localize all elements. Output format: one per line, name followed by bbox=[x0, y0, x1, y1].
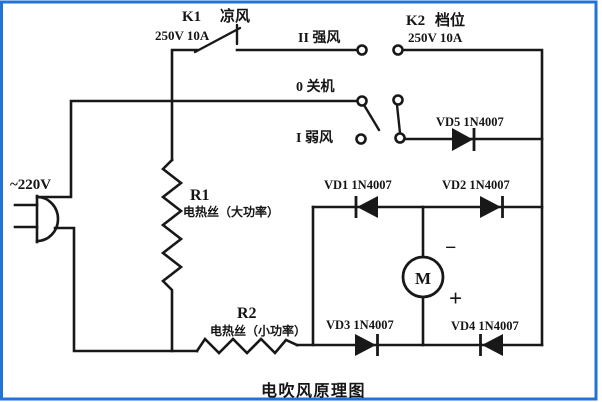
position-weak-label: I 弱风 bbox=[296, 130, 333, 146]
vd2-triangle bbox=[480, 196, 501, 218]
resistor-r1-zigzag bbox=[160, 158, 184, 353]
wire-off-line bbox=[36, 99, 358, 199]
r1-desc-label: 电热丝（大功率） bbox=[183, 204, 279, 219]
switch-k2 bbox=[355, 44, 406, 145]
motor-minus-label: − bbox=[445, 237, 456, 259]
diagram-title: 电吹风原理图 bbox=[261, 381, 366, 400]
vd1-label: VD1 1N4007 bbox=[324, 178, 392, 192]
wiring bbox=[36, 48, 544, 355]
r2-id-label: R2 bbox=[237, 305, 257, 322]
terminal-k2-common bbox=[392, 44, 404, 56]
k1-function-label: 凉风 bbox=[220, 7, 250, 25]
switch-k1 bbox=[193, 23, 242, 54]
power-plug bbox=[13, 194, 60, 244]
resistor-r2-zigzag bbox=[195, 336, 299, 355]
position-strong-label: II 强风 bbox=[298, 30, 340, 46]
k1-id-label: K1 bbox=[182, 9, 201, 25]
diode-vd3 bbox=[355, 334, 379, 356]
diode-vd4 bbox=[479, 334, 503, 356]
terminal-pos-weak bbox=[355, 133, 367, 145]
voltage-label: ~220V bbox=[10, 177, 51, 193]
terminal-k2-blade-top bbox=[392, 94, 404, 106]
vd4-triangle bbox=[482, 334, 503, 356]
vd2-label: VD2 1N4007 bbox=[442, 178, 510, 192]
vd3-label: VD3 1N4007 bbox=[326, 318, 394, 332]
k2-rating-label: 250V 10A bbox=[408, 30, 463, 45]
position-off-label: 0 关机 bbox=[296, 78, 335, 95]
diode-vd2 bbox=[480, 196, 504, 218]
vd3-triangle bbox=[355, 334, 376, 356]
terminal-pos-strong bbox=[356, 44, 368, 56]
vd4-label: VD4 1N4007 bbox=[451, 319, 519, 333]
motor-label: M bbox=[415, 269, 431, 288]
diode-vd1 bbox=[354, 196, 378, 218]
diode-vd5 bbox=[452, 128, 476, 151]
terminal-pos-off bbox=[356, 95, 368, 107]
vd1-triangle bbox=[357, 196, 378, 218]
motor-plus-label: + bbox=[449, 286, 462, 311]
r1-id-label: R1 bbox=[190, 187, 210, 204]
k2-id-label: K2 bbox=[406, 13, 425, 29]
k2-blade-right bbox=[395, 103, 402, 135]
wire-bottom bbox=[53, 226, 199, 353]
k1-rating-label: 250V 10A bbox=[155, 28, 210, 43]
motor-circle bbox=[401, 255, 445, 299]
k2-blade-left bbox=[362, 103, 381, 132]
vd5-label: VD5 1N4007 bbox=[436, 115, 504, 129]
r2-desc-label: 电热丝（小功率） bbox=[210, 323, 306, 338]
wire-k1-to-r1 bbox=[170, 48, 199, 162]
wire-right-rail bbox=[400, 48, 544, 347]
plug-arc bbox=[35, 195, 60, 243]
vd5-triangle bbox=[452, 128, 473, 151]
terminal-k2-blade-bottom bbox=[394, 132, 406, 144]
motor: M − + bbox=[401, 237, 462, 311]
k2-function-label: 档位 bbox=[435, 11, 465, 29]
k1-blade bbox=[193, 26, 242, 54]
